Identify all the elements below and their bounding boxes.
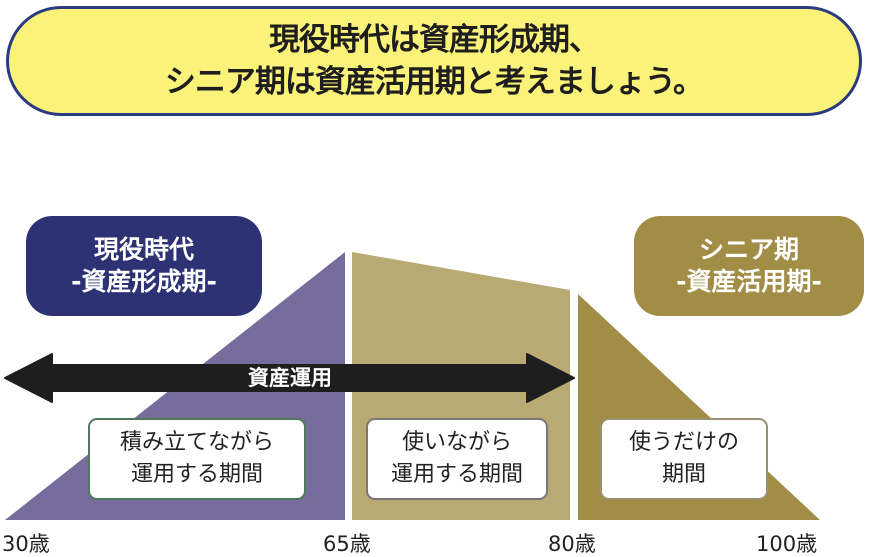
senior-subtitle: -資産活用期- <box>676 267 822 296</box>
period-box-line: 積み立てながら <box>119 430 274 455</box>
working-subtitle: -資産形成期- <box>71 267 217 296</box>
period-box-line: 使うだけの <box>628 430 739 455</box>
period-box-line: 運用する期間 <box>390 462 523 487</box>
asset-management-label: 資産運用 <box>248 366 332 390</box>
headline-line-2: シニア期は資産活用期と考えましょう。 <box>164 64 704 100</box>
headline-line-1: 現役時代は資産形成期、 <box>269 22 600 58</box>
period-box-accumulate: 積み立てながら 運用する期間 <box>88 418 306 500</box>
period-box-line: 期間 <box>661 462 706 487</box>
senior-title: シニア期 <box>698 235 799 264</box>
period-box-line: 使いながら <box>401 430 512 455</box>
period-box-line: 運用する期間 <box>130 462 263 487</box>
working-title: 現役時代 <box>93 235 194 264</box>
age-65: 65歳 <box>323 532 371 556</box>
headline-banner: 現役時代は資産形成期、 シニア期は資産活用期と考えましょう。 <box>6 6 862 116</box>
age-80: 80歳 <box>548 532 596 556</box>
age-100: 100歳 <box>756 532 818 556</box>
working-period-label: 現役時代 -資産形成期- <box>26 216 262 316</box>
age-30: 30歳 <box>2 532 50 556</box>
double-arrow-icon <box>4 353 575 403</box>
period-box-use-only: 使うだけの 期間 <box>600 418 768 500</box>
period-box-use-and-invest: 使いながら 運用する期間 <box>366 418 548 500</box>
senior-period-label: シニア期 -資産活用期- <box>634 216 864 316</box>
